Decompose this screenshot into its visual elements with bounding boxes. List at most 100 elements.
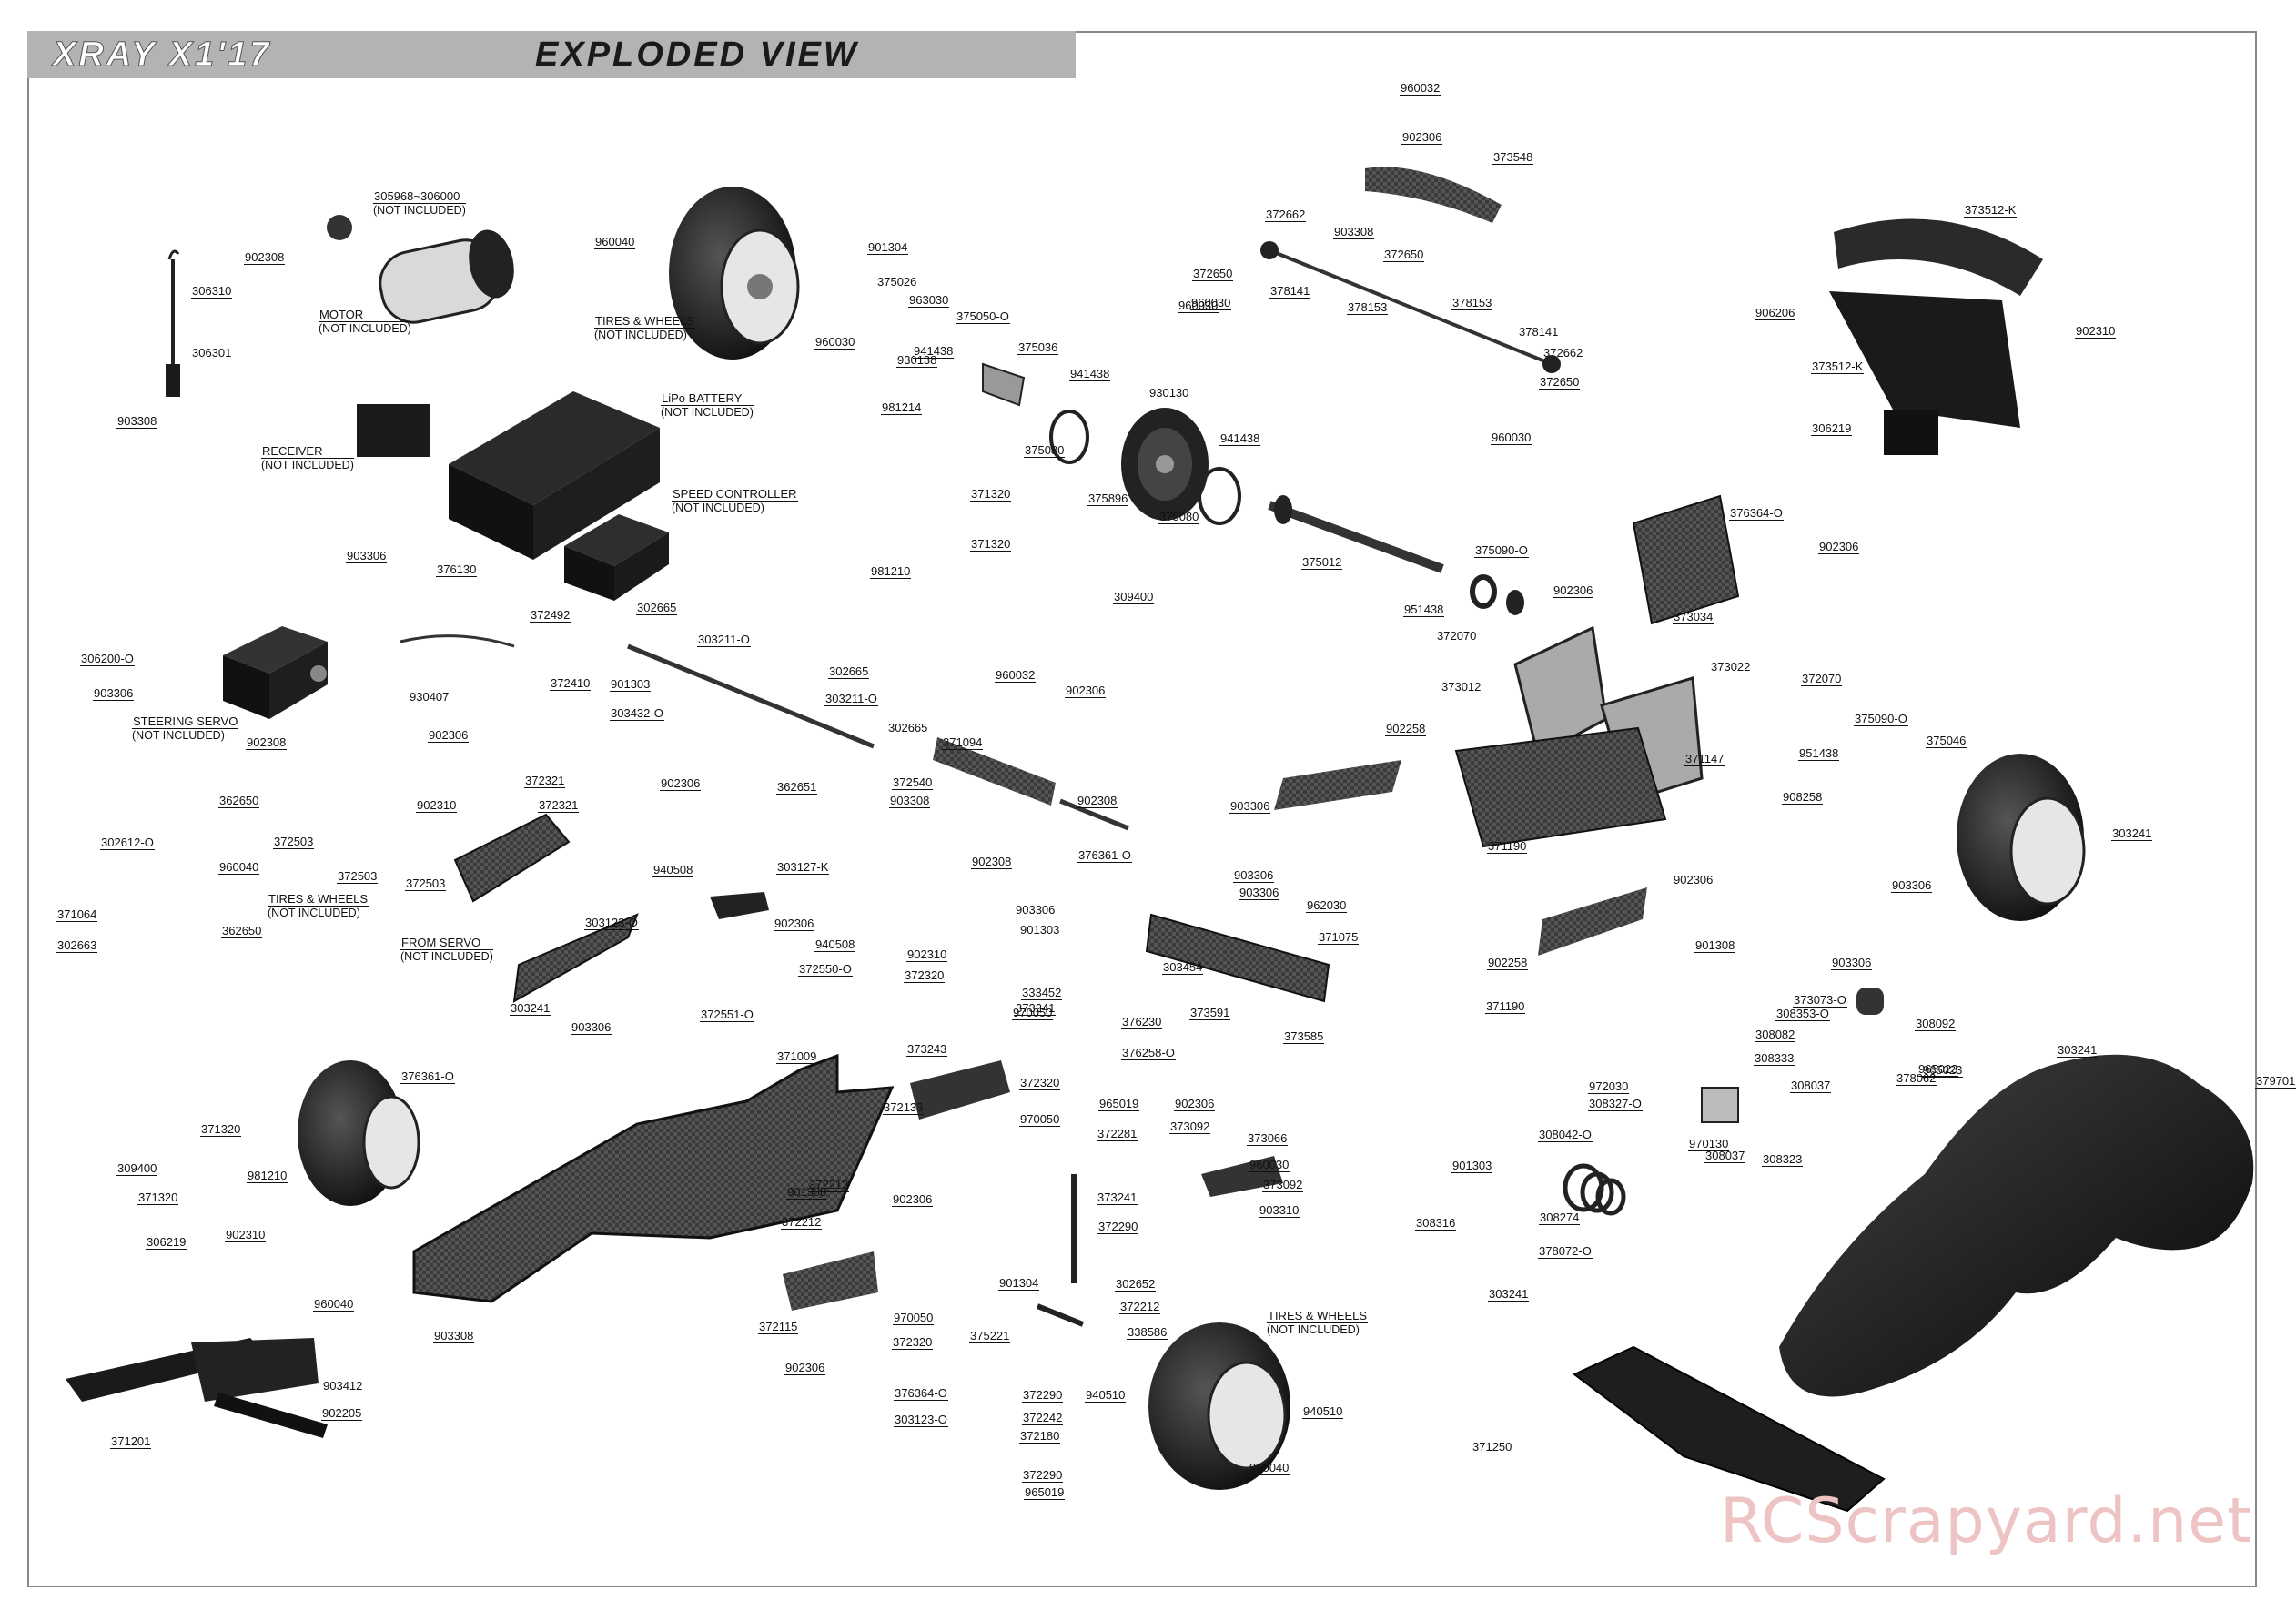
part-callout: 902306 [1673,873,1714,887]
part-number: 372290 [1022,1388,1064,1403]
part-callout: 373022 [1710,660,1752,674]
part-number: 372290 [1022,1468,1064,1483]
part-number: 309400 [116,1161,158,1176]
part-callout: 903306 [1233,868,1275,883]
part-callout: 372070 [1436,629,1478,643]
part-callout: 981210 [870,564,912,579]
part-number: 373012 [1441,680,1482,694]
part-number: 981210 [247,1169,288,1183]
part-number: 960030 [1491,431,1532,445]
part-number: 940510 [1085,1388,1127,1403]
part-number: 308037 [1704,1149,1746,1163]
part-number: 373548 [1492,150,1534,165]
part-number: 902205 [321,1406,363,1421]
part-number: 960030 [1190,296,1232,310]
part-callout: 965023 [1922,1063,1964,1078]
part-callout: 373066 [1247,1131,1289,1146]
part-number: 901308 [786,1185,828,1200]
part-number: 902306 [1401,130,1443,145]
part-number: 972030 [1588,1079,1630,1094]
part-number: 302612-O [100,836,155,850]
part-callout: 338586 [1127,1325,1168,1340]
part-note: (NOT INCLUDED) [132,729,225,742]
part-number: 376364-O [1729,506,1784,521]
part-callout: 378141 [1518,325,1560,339]
part-callout: 902308 [1077,794,1118,808]
part-number: 372281 [1097,1127,1138,1141]
part-note: (NOT INCLUDED) [261,459,354,471]
part-number: 302665 [828,664,870,679]
part-number: 303241 [510,1001,551,1016]
part-number: 902310 [2075,324,2117,339]
part-number: 308316 [1415,1216,1457,1231]
part-callout: 302665 [828,664,870,679]
part-callout: 940510 [1085,1388,1127,1403]
part-callout: 903308 [1333,225,1375,239]
part-callout: 371250 [1472,1440,1513,1454]
part-callout: 972030 [1588,1079,1630,1094]
part-callout: 306200-O [80,652,135,666]
part-number: 902306 [1065,684,1107,698]
part-callout: 376364-O [1729,506,1784,521]
part-number: 375012 [1301,555,1343,570]
part-number: RECEIVER [261,444,354,459]
part-callout: 903306 [346,549,388,563]
part-number: 373073-O [1793,993,1847,1008]
part-number: 902310 [416,798,458,813]
part-number: 371064 [56,907,98,922]
part-callout: 303123-O [584,916,639,930]
part-number: 378153 [1451,296,1493,310]
part-number: 372540 [892,775,934,790]
part-callout: 941438 [913,344,955,359]
part-callout: 376361-O [1077,848,1132,863]
part-number: 378141 [1518,325,1560,339]
part-callout: 373034 [1673,610,1714,624]
part-number: 306200-O [80,652,135,666]
part-number: 965023 [1922,1063,1964,1078]
diagram-title: EXPLODED VIEW [535,35,859,74]
part-callout: 373092 [1169,1120,1211,1134]
part-number: 373241 [1097,1191,1138,1205]
part-number: 378141 [1269,284,1311,299]
part-number: 965023 [1917,1062,1959,1077]
spur-gear-part [982,362,1241,525]
part-number: 372242 [1022,1411,1064,1425]
part-callout: 372070 [1801,672,1843,686]
part-callout: 930407 [409,690,450,704]
part-number: 981214 [881,400,923,415]
part-number: 375080 [1024,443,1066,458]
part-callout: 902306 [660,776,702,791]
part-callout: 308042-O [1538,1128,1593,1142]
part-number: 372321 [524,774,566,788]
part-callout: 362650 [221,924,263,938]
part-callout: 375046 [1926,734,1967,748]
part-callout: 373585 [1283,1029,1325,1044]
part-number: 308327-O [1588,1097,1643,1111]
part-number: 903306 [346,549,388,563]
part-number: 903306 [571,1020,612,1035]
part-note: (NOT INCLUDED) [594,329,687,341]
part-note: (NOT INCLUDED) [268,907,360,919]
part-callout: 372550-O [798,962,853,977]
part-number: 960030 [814,335,856,350]
part-number: 903306 [1239,886,1280,900]
part-callout: 308327-O [1588,1097,1643,1111]
part-number: 901303 [1451,1159,1493,1173]
part-number: 372503 [337,869,379,884]
part-number: 372410 [550,676,592,691]
part-number: 303432-O [610,706,664,721]
part-number: MOTOR [319,308,411,322]
part-number: 960040 [313,1297,355,1312]
part-number: 303211-O [697,633,751,647]
part-number: 376258-O [1121,1046,1176,1060]
part-callout: 378153 [1347,300,1389,315]
part-number: 376364-O [894,1386,948,1401]
part-callout: 376230 [1121,1015,1163,1029]
part-callout: 960040 [594,235,636,249]
part-number: 375090-O [1854,712,1908,726]
part-number: 371320 [970,537,1012,552]
part-number: 902310 [225,1228,267,1242]
part-note: (NOT INCLUDED) [672,502,764,514]
part-callout: 308333 [1754,1051,1795,1066]
part-callout: 373073-O [1793,993,1847,1008]
